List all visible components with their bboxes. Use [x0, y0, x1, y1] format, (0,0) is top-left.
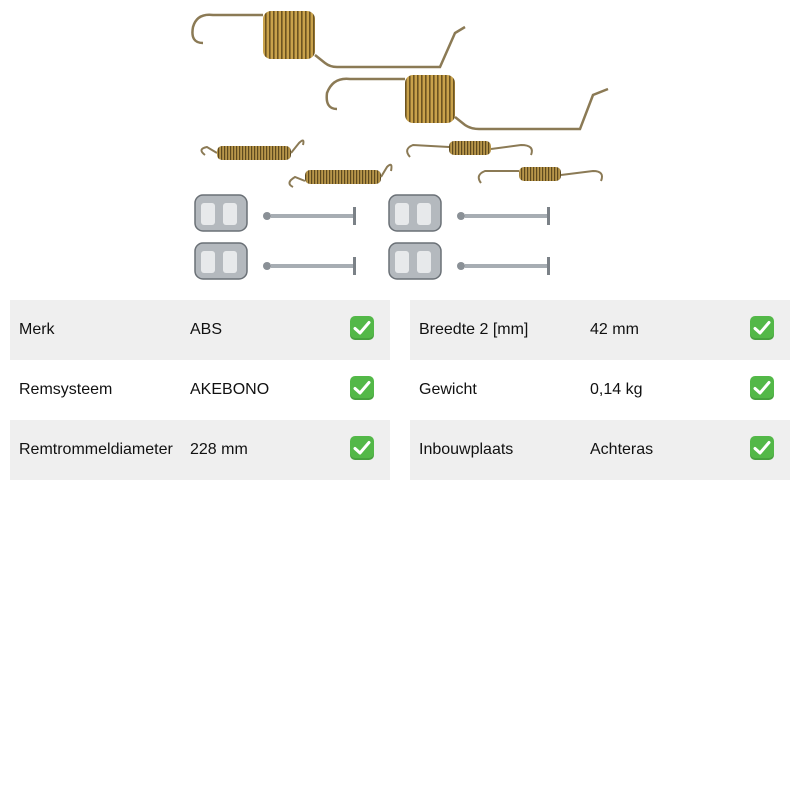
spec-label: Remsysteem [19, 381, 113, 398]
spec-table-left: Merk ABS Remsysteem AKEBONO Remtrommeldi… [10, 300, 390, 480]
short-spring [200, 139, 305, 160]
spec-value: AKEBONO [190, 381, 270, 398]
long-spring [191, 11, 466, 69]
check-mark-icon [350, 316, 374, 340]
check-mark-icon [750, 436, 774, 460]
spec-table-right: Breedte 2 [mm] 42 mm Gewicht 0,14 kg Inb… [410, 300, 790, 480]
spec-row-breedte: Breedte 2 [mm] 42 mm [410, 300, 790, 360]
hold-down-pin [263, 257, 356, 275]
spec-label: Merk [19, 321, 55, 338]
spec-row-inbouwplaats: Inbouwplaats Achteras [410, 420, 790, 480]
check-mark-icon [750, 376, 774, 400]
check-mark-icon [750, 316, 774, 340]
spec-row-remsysteem: Remsysteem AKEBONO [10, 360, 390, 420]
spec-label: Remtrommeldiameter [19, 441, 173, 458]
hold-down-pin [457, 207, 550, 225]
product-illustration [191, 11, 609, 280]
hold-down-pin [457, 257, 550, 275]
spec-value: 42 mm [590, 321, 639, 338]
short-spring [406, 141, 533, 158]
spec-value: ABS [190, 321, 223, 338]
spec-label: Inbouwplaats [419, 441, 514, 458]
spec-value: Achteras [590, 441, 654, 458]
retainer-clip [388, 194, 442, 232]
retainer-clip [194, 242, 248, 280]
spec-row-merk: Merk ABS [10, 300, 390, 360]
retainer-clip [388, 242, 442, 280]
check-mark-icon [350, 376, 374, 400]
short-spring [288, 163, 393, 188]
spec-row-gewicht: Gewicht 0,14 kg [410, 360, 790, 420]
long-spring [325, 75, 609, 131]
spec-row-remtrommeldiameter: Remtrommeldiameter 228 mm [10, 420, 390, 480]
hold-down-pin [263, 207, 356, 225]
short-spring [477, 167, 603, 184]
retainer-clip [194, 194, 248, 232]
spec-label: Breedte 2 [mm] [419, 321, 529, 338]
check-mark-icon [350, 436, 374, 460]
spec-value: 0,14 kg [590, 381, 643, 398]
brake-spring-kit-image [185, 5, 615, 295]
spec-value: 228 mm [190, 441, 248, 458]
spec-label: Gewicht [419, 381, 477, 398]
